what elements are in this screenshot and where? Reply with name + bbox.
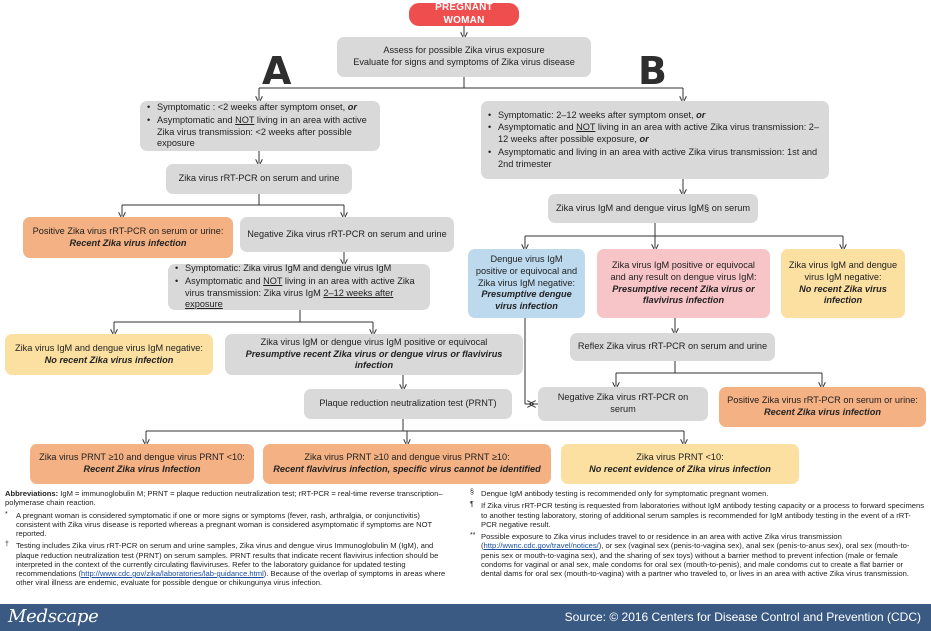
a-rtpcr-negative-node: Negative Zika virus rRT-PCR on serum and… xyxy=(240,217,454,252)
b-igm-negative-node: Zika virus IgM and dengue virus IgM nega… xyxy=(781,249,905,318)
assess-line-1: Assess for possible Zika virus exposure xyxy=(383,45,545,56)
b-rtpcr-positive-node: Positive Zika virus rRT-PCR on serum or … xyxy=(719,387,926,427)
medscape-logo: Medscape xyxy=(8,606,99,627)
branch-letter-b: B xyxy=(638,49,667,93)
footnotes-left: Abbreviations: IgM = immunoglobulin M; P… xyxy=(5,489,446,588)
source-credit: Source: © 2016 Centers for Disease Contr… xyxy=(564,610,921,624)
a-igm-node: Symptomatic: Zika virus IgM and dengue v… xyxy=(168,263,430,310)
footer-bar: Medscape Source: © 2016 Centers for Dise… xyxy=(0,604,931,631)
assess-line-2: Evaluate for signs and symptoms of Zika … xyxy=(353,57,575,67)
a-rtpcr-node: Zika virus rRT-PCR on serum and urine xyxy=(166,164,352,194)
branch-letter-a: A xyxy=(262,49,292,93)
a-rtpcr-positive-node: Positive Zika virus rRT-PCR on serum or … xyxy=(23,217,233,258)
a-igm-negative-node: Zika virus IgM and dengue virus IgM nega… xyxy=(5,334,213,375)
b-criteria-node: Symptomatic: 2–12 weeks after symptom on… xyxy=(481,101,829,179)
b-reflex-rtpcr-node: Reflex Zika virus rRT-PCR on serum and u… xyxy=(570,333,775,361)
prnt-result-zika-node: Zika virus PRNT ≥10 and dengue virus PRN… xyxy=(30,444,254,484)
b-igm-node: Zika virus IgM and dengue virus IgM§ on … xyxy=(548,194,758,223)
travel-notices-link[interactable]: http://wwnc.cdc.gov/travel/notices/ xyxy=(483,541,599,551)
b-rtpcr-negative-node: Negative Zika virus rRT-PCR on serum xyxy=(538,387,708,421)
footnotes-right: §Dengue IgM antibody testing is recommen… xyxy=(470,489,925,578)
lab-guidance-link[interactable]: http://www.cdc.gov/zika/laboratories/lab… xyxy=(81,569,264,578)
b-zika-positive-node: Zika virus IgM positive or equivocal and… xyxy=(597,249,770,318)
a-criteria-node: Symptomatic : <2 weeks after symptom ons… xyxy=(140,101,380,151)
prnt-result-flavivirus-node: Zika virus PRNT ≥10 and dengue virus PRN… xyxy=(263,444,551,484)
prnt-result-negative-node: Zika virus PRNT <10: No recent evidence … xyxy=(561,444,799,484)
assess-node: Assess for possible Zika virus exposure … xyxy=(337,37,591,77)
a-igm-positive-node: Zika virus IgM or dengue virus IgM posit… xyxy=(225,334,523,375)
prnt-node: Plaque reduction neutralization test (PR… xyxy=(304,389,512,419)
start-node: PREGNANT WOMAN xyxy=(409,2,519,26)
b-dengue-positive-node: Dengue virus IgM positive or equivocal a… xyxy=(468,249,585,318)
